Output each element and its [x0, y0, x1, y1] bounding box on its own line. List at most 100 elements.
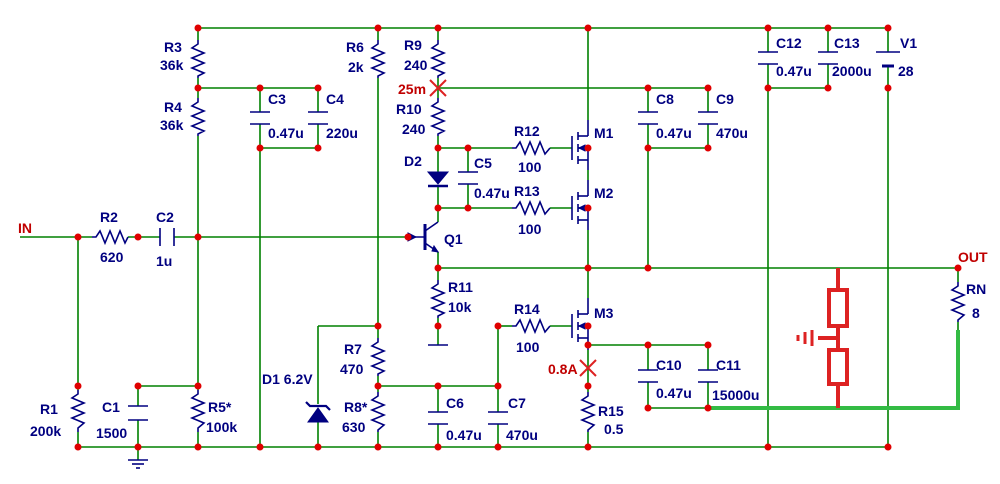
- d2-symbol: [426, 171, 450, 188]
- speaker-icon: [796, 268, 849, 408]
- r8-value: 630: [342, 419, 366, 435]
- r1-symbol: [69, 390, 87, 432]
- capacitors: [128, 51, 900, 425]
- m2-ref: M2: [594, 185, 614, 201]
- c2-value: 1u: [156, 253, 172, 269]
- r2-ref: R2: [100, 209, 118, 225]
- c4-symbol: [308, 111, 328, 125]
- r13-symbol: [512, 199, 551, 217]
- r14-ref: R14: [514, 301, 540, 317]
- r10-symbol: [429, 98, 447, 136]
- r7-value: 470: [340, 361, 364, 377]
- r5-symbol: [189, 390, 207, 432]
- in-port-label: IN: [18, 220, 32, 236]
- c3-symbol: [250, 111, 270, 125]
- c6-symbol: [428, 411, 448, 425]
- r15-value: 0.5: [604, 421, 624, 437]
- r11-ref: R11: [448, 279, 473, 295]
- r6-ref: R6: [346, 39, 364, 55]
- r15-ref: R15: [598, 403, 624, 419]
- c1-ref: C1: [102, 399, 120, 415]
- r3-value: 36k: [160, 57, 184, 73]
- m1-ref: M1: [594, 125, 614, 141]
- probe-x-icon: [429, 79, 447, 97]
- c6-ref: C6: [446, 395, 464, 411]
- c11-value: 15000u: [712, 387, 759, 403]
- c11-ref: C11: [716, 357, 741, 373]
- ground-icons: [128, 344, 448, 469]
- c9-symbol: [698, 111, 718, 125]
- labels: IN OUT R1 200k R2 620 R3 36k R4 36k R5* …: [18, 35, 988, 443]
- r14-value: 100: [516, 339, 540, 355]
- c7-symbol: [488, 411, 508, 425]
- c2-ref: C2: [156, 209, 174, 225]
- c9-value: 470u: [716, 125, 748, 141]
- c12-value: 0.47u: [776, 63, 812, 79]
- r11-symbol: [429, 280, 447, 318]
- c8-symbol: [638, 111, 658, 125]
- c2-symbol: [159, 228, 175, 246]
- c1-symbol: [128, 405, 148, 421]
- r2-symbol: [92, 228, 129, 246]
- r13-ref: R13: [514, 183, 540, 199]
- transistors: [405, 120, 589, 350]
- r9-ref: R9: [404, 37, 422, 53]
- probe-25m-label: 25m: [398, 81, 426, 97]
- r3-symbol: [189, 40, 207, 78]
- rn-ref: RN: [966, 281, 986, 297]
- rn-value: 8: [972, 305, 980, 321]
- c3-value: 0.47u: [268, 125, 304, 141]
- r12-value: 100: [518, 159, 542, 175]
- r8-symbol: [369, 392, 387, 432]
- r15-symbol: [579, 392, 597, 432]
- r2-value: 620: [100, 249, 124, 265]
- r10-ref: R10: [396, 101, 422, 117]
- node-dots: [74, 24, 962, 451]
- m1-symbol: [571, 120, 589, 170]
- c12-ref: C12: [776, 35, 802, 51]
- r6-symbol: [369, 40, 387, 78]
- r9-value: 240: [404, 57, 428, 73]
- q1-ref: Q1: [444, 231, 463, 247]
- c5-value: 0.47u: [474, 185, 510, 201]
- c1-value: 1500: [96, 425, 127, 441]
- r4-value: 36k: [160, 117, 184, 133]
- r8-ref: R8*: [344, 399, 368, 415]
- r12-ref: R12: [514, 123, 540, 139]
- probe-08a-label: 0.8A: [548, 361, 578, 377]
- c9-ref: C9: [716, 91, 734, 107]
- d1-ref: D1 6.2V: [262, 371, 313, 387]
- r14-symbol: [512, 317, 551, 335]
- out-port-label: OUT: [958, 249, 988, 265]
- r3-ref: R3: [164, 39, 182, 55]
- c4-value: 220u: [326, 125, 358, 141]
- c7-ref: C7: [508, 395, 526, 411]
- c8-value: 0.47u: [656, 125, 692, 141]
- c11-symbol: [698, 369, 718, 383]
- ground-icon: [128, 459, 148, 469]
- r1-ref: R1: [40, 401, 58, 417]
- r10-value: 240: [402, 121, 426, 137]
- c12-symbol: [758, 51, 778, 65]
- probe-x-icon: [579, 359, 597, 377]
- c6-value: 0.47u: [446, 427, 482, 443]
- c8-ref: C8: [656, 91, 674, 107]
- probe-markers: [429, 79, 597, 377]
- c13-symbol: [818, 51, 838, 65]
- d2-ref: D2: [404, 153, 422, 169]
- r1-value: 200k: [30, 423, 61, 439]
- diodes: [305, 171, 450, 423]
- r5-ref: R5*: [208, 399, 232, 415]
- resistors: [69, 40, 967, 432]
- v1-ref: V1: [900, 35, 917, 51]
- rn-symbol: [949, 282, 967, 322]
- r7-ref: R7: [344, 341, 362, 357]
- v1-value: 28: [898, 63, 914, 79]
- c5-ref: C5: [474, 155, 492, 171]
- r12-symbol: [512, 139, 551, 157]
- r4-symbol: [189, 98, 207, 136]
- c10-value: 0.47u: [656, 385, 692, 401]
- m2-symbol: [571, 180, 589, 230]
- r13-value: 100: [518, 221, 542, 237]
